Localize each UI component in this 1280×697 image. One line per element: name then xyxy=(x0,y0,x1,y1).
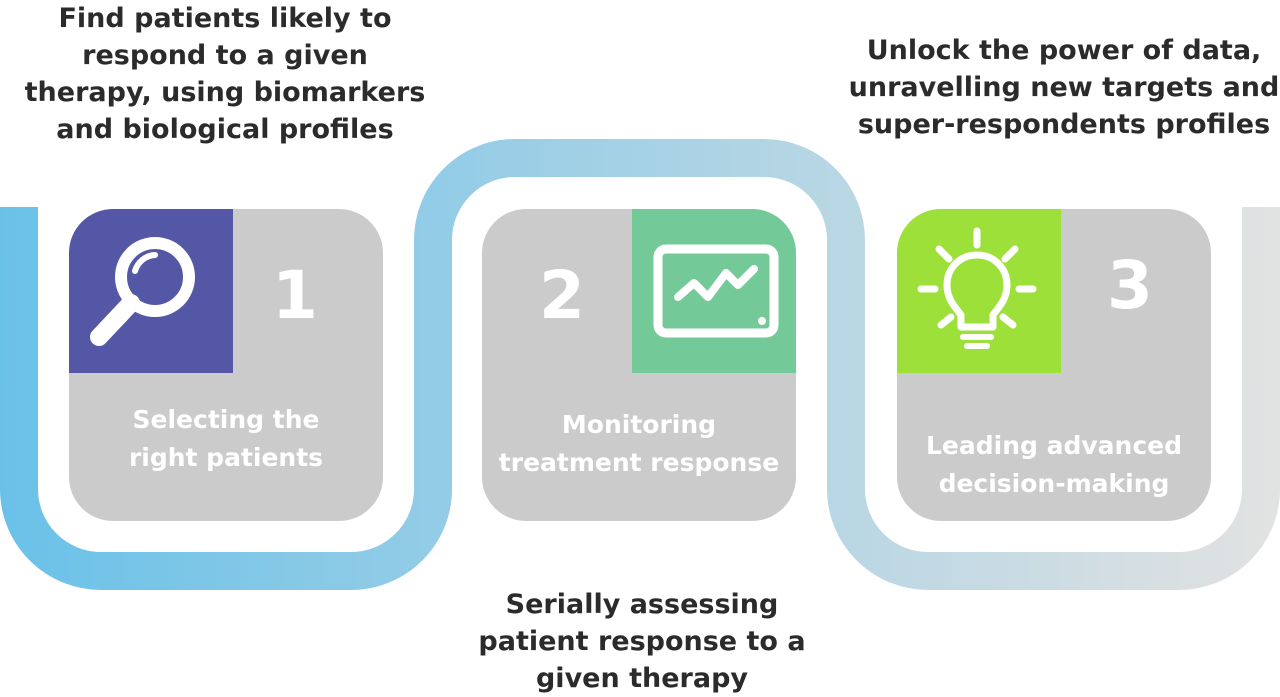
step-2-icon-tile xyxy=(632,209,796,373)
step-1-number: 1 xyxy=(272,257,318,334)
step-1-title: Selecting the right patients xyxy=(69,401,383,477)
card-title-line: right patients xyxy=(128,443,324,472)
caption-line: therapy, using biomarkers xyxy=(24,77,426,108)
step-2-title: Monitoring treatment response xyxy=(482,406,796,482)
step-1-icon-tile xyxy=(69,209,233,373)
caption-line: respond to a given xyxy=(82,40,368,71)
light-bulb-icon xyxy=(917,227,1037,349)
step-3-icon-tile xyxy=(897,209,1061,373)
caption-line: patient response to a xyxy=(478,626,806,657)
step-3-title: Leading advanced decision-making xyxy=(897,427,1211,503)
caption-line: unravelling new targets and xyxy=(848,72,1280,103)
caption-line: Unlock the power of data, xyxy=(866,35,1262,66)
step-1-caption: Find patients likely to respond to a giv… xyxy=(20,0,430,148)
card-title-line: decision-making xyxy=(938,469,1170,498)
step-2-card: 2 Monitoring treatment response xyxy=(482,209,796,521)
step-3-caption: Unlock the power of data, unravelling ne… xyxy=(848,32,1280,143)
caption-line: given therapy xyxy=(535,663,749,694)
step-3-card: 3 Leading advanced decision-making xyxy=(897,209,1211,521)
caption-line: Serially assessing xyxy=(505,589,779,620)
flow-band-path xyxy=(0,139,1280,590)
step-2-number: 2 xyxy=(539,257,585,334)
card-title-line: Monitoring xyxy=(561,410,717,439)
step-2-caption: Serially assessing patient response to a… xyxy=(462,586,822,697)
caption-line: Find patients likely to xyxy=(58,3,392,34)
card-title-line: Selecting the xyxy=(132,405,320,434)
card-title-line: treatment response xyxy=(498,448,780,477)
caption-line: and biological profiles xyxy=(56,114,394,145)
caption-line: super-respondents profiles xyxy=(857,109,1271,140)
magnifying-glass-icon xyxy=(90,237,195,346)
step-1-card: 1 Selecting the right patients xyxy=(69,209,383,521)
card-title-line: Leading advanced xyxy=(925,431,1183,460)
step-3-number: 3 xyxy=(1107,247,1153,324)
monitor-icon xyxy=(653,244,779,338)
